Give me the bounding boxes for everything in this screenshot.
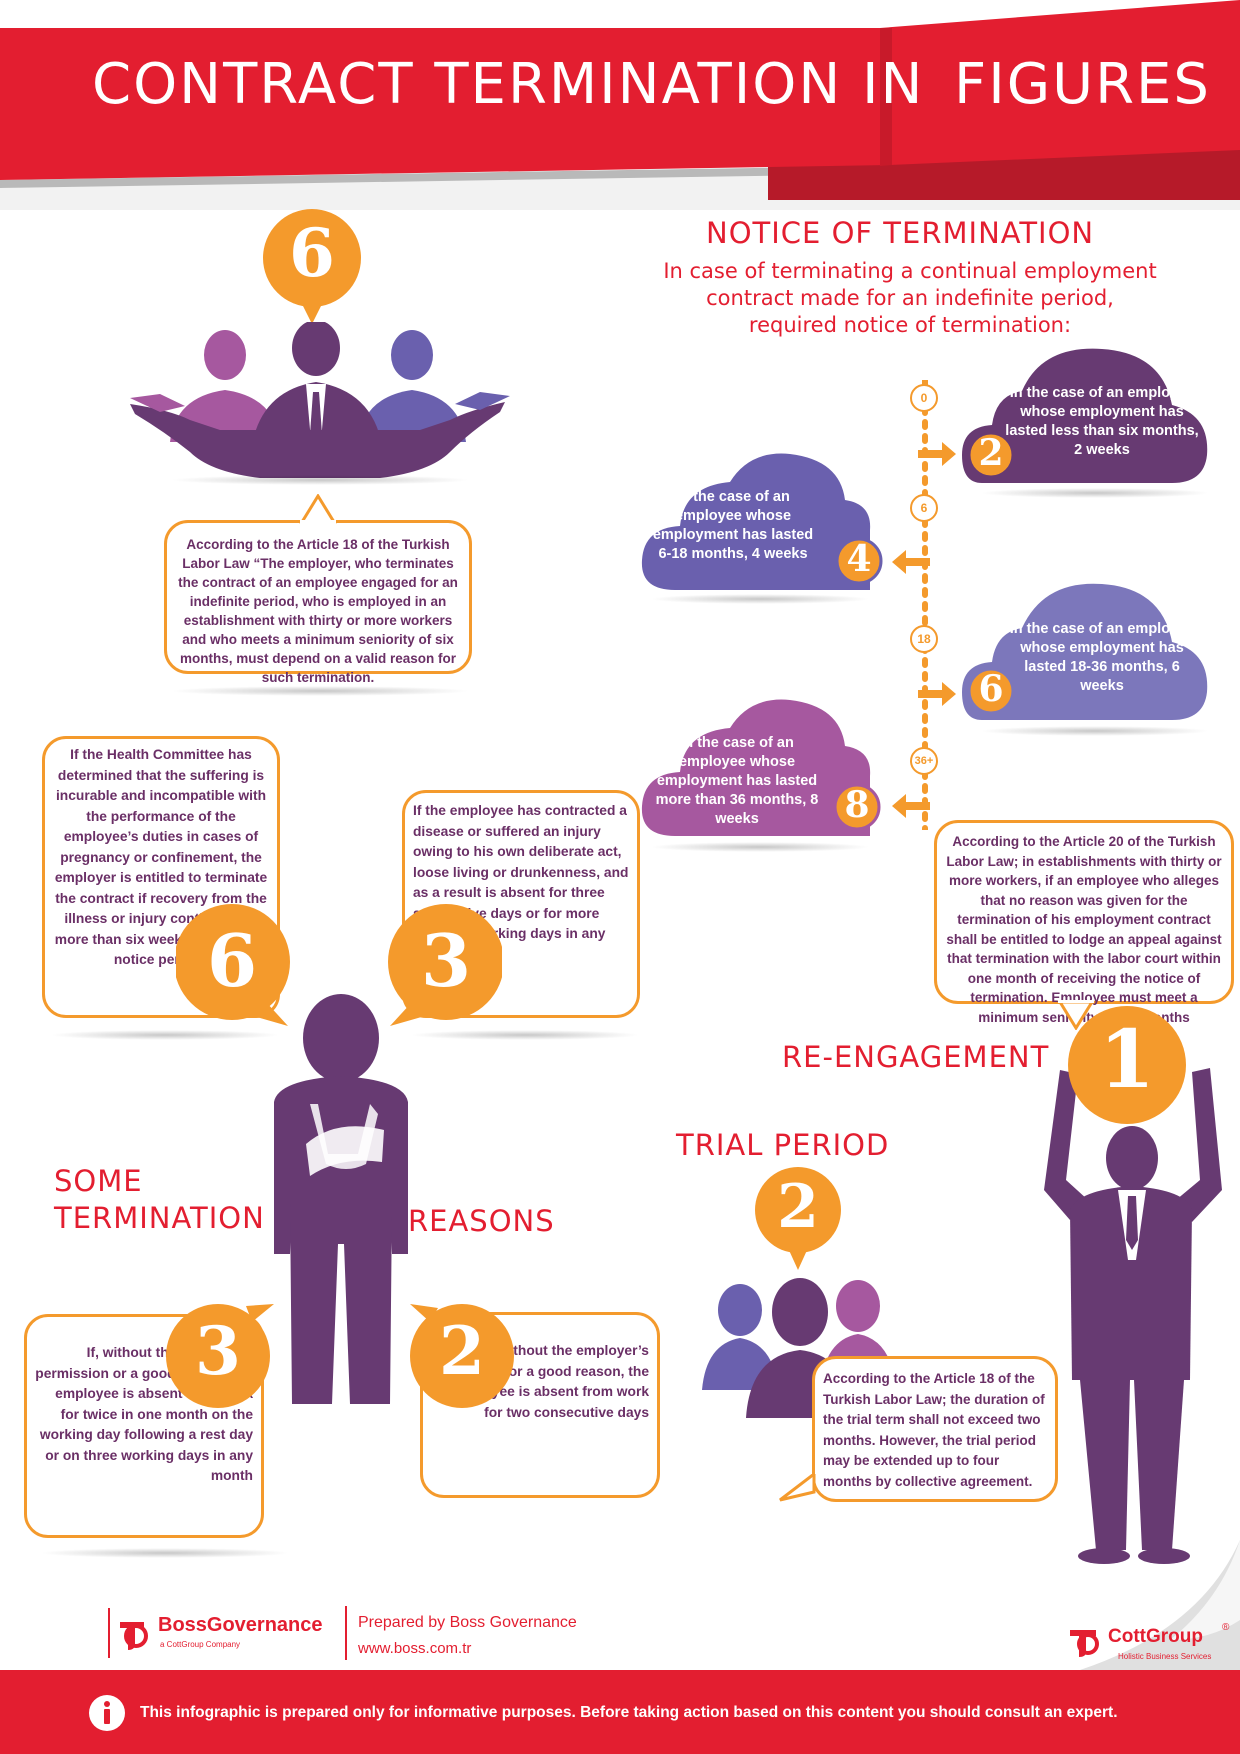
disclaimer-text: This infographic is prepared only for in…: [140, 1704, 1118, 1721]
page-curl: [1080, 1540, 1240, 1670]
notice-item-text: In the case of an employee whose employm…: [652, 489, 814, 562]
trial-text: According to the Article 18 of the Turki…: [823, 1371, 1045, 1489]
orange-number-circle: [835, 537, 883, 585]
disclaimer-bar: [0, 1670, 1240, 1754]
box-pointer: [1057, 1000, 1095, 1030]
trial-box: According to the Article 18 of the Turki…: [812, 1356, 1058, 1502]
footer-divider-left: [108, 1608, 110, 1658]
notice-item-text: In the case of an employee whose employm…: [655, 735, 819, 827]
orange-sign-circle: [1068, 1006, 1186, 1124]
reason-number: 3: [195, 1312, 241, 1390]
arrow-left-icon: [892, 794, 930, 818]
box-shadow: [170, 686, 470, 696]
timeline-tick: 36+: [910, 747, 938, 775]
valid-reason-box: According to the Article 18 of the Turki…: [164, 520, 472, 685]
arrow-left-icon: [892, 550, 930, 574]
header-title-right: FIGURES: [954, 52, 1211, 117]
cloud-shadow: [650, 842, 870, 852]
reengagement-number: 1: [1099, 1012, 1155, 1106]
injured-man-with-sling-icon: [274, 994, 408, 1404]
notice-subtitle-line: contract made for an indefinite period,: [706, 286, 1114, 310]
box-pointer: [779, 1474, 816, 1502]
reengagement-title: RE-ENGAGEMENT: [782, 1040, 1050, 1074]
notice-subtitle-line: required notice of termination:: [748, 313, 1072, 337]
orange-number-circle: [833, 783, 881, 831]
reason-number: 6: [206, 918, 258, 1003]
footer-cott-reg: ®: [1222, 1622, 1230, 1633]
cloud-shadow: [650, 594, 870, 604]
notice-item-number: 6: [978, 668, 1004, 710]
header-banner: [0, 0, 1240, 210]
cloud-icon: [962, 348, 1208, 483]
header-title-left: CONTRACT TERMINATION IN: [92, 52, 925, 117]
trial-title: TRIAL PERIOD: [676, 1128, 890, 1162]
arrow-right-icon: [918, 442, 956, 466]
box-shadow: [410, 1030, 640, 1040]
figure-shadow: [170, 475, 470, 485]
notice-subtitle: In case of terminating a continual emplo…: [600, 258, 1220, 339]
timeline-tick: 6: [910, 494, 938, 522]
footer-cott: CottGroup: [1108, 1626, 1203, 1647]
reasons-title-reasons: REASONS: [408, 1204, 555, 1238]
orange-speech-bubble-icon: [410, 1304, 514, 1408]
reason-text: If, without the employer’s permission or…: [35, 1345, 253, 1483]
cloud-icon: [641, 699, 871, 836]
valid-reason-number: 6: [289, 214, 335, 292]
orange-speech-bubble-icon: [388, 904, 502, 1026]
orange-speech-bubble-icon: [263, 209, 361, 324]
orange-number-circle: [967, 667, 1015, 715]
footer-divider: [345, 1606, 347, 1660]
orange-speech-bubble-icon: [166, 1304, 274, 1408]
footer-brand: BossGovernance: [158, 1614, 323, 1636]
reasons-title-some: SOME: [54, 1164, 143, 1198]
box-pointer: [299, 494, 337, 524]
orange-number-circle: [967, 431, 1015, 479]
boss-logo-icon: [120, 1622, 148, 1650]
notice-item-text: In the case of an employee whose employm…: [1009, 621, 1195, 694]
notice-item-number: 4: [846, 538, 872, 580]
trial-number: 2: [777, 1172, 819, 1242]
reengagement-text: According to the Article 20 of the Turki…: [946, 834, 1222, 1025]
orange-speech-bubble-icon: [755, 1167, 841, 1270]
reasons-title-termination: TERMINATION: [54, 1201, 265, 1235]
footer-brand-sub: a CottGroup Company: [160, 1640, 241, 1649]
arrow-right-icon: [918, 682, 956, 706]
notice-item-text: In the case of an employee whose employm…: [1005, 385, 1199, 458]
footer-url[interactable]: www.boss.com.tr: [358, 1640, 472, 1657]
three-businessmen-icon: [130, 322, 510, 478]
timeline-tick: 0: [910, 384, 938, 412]
notice-item-number: 8: [844, 784, 870, 826]
cottgroup-logo-icon: [1070, 1630, 1099, 1657]
box-shadow: [40, 1548, 290, 1558]
notice-subtitle-line: In case of terminating a continual emplo…: [663, 259, 1157, 283]
reengagement-box: According to the Article 20 of the Turki…: [934, 820, 1234, 1025]
reason-number: 2: [439, 1312, 485, 1390]
orange-speech-bubble-icon: [176, 904, 290, 1026]
three-people-icon: [702, 1278, 896, 1418]
cloud-icon: [641, 453, 871, 590]
valid-reason-text: According to the Article 18 of the Turki…: [178, 537, 458, 685]
footer-prepared: Prepared by Boss Governance: [358, 1614, 577, 1631]
box-shadow: [50, 1030, 280, 1040]
cloud-icon: [962, 583, 1208, 720]
timeline-tick: 18: [910, 625, 938, 653]
businessman-holding-sign-icon: [1044, 1068, 1222, 1564]
reason-number: 3: [420, 918, 472, 1003]
notice-title: NOTICE OF TERMINATION: [706, 216, 1095, 250]
cloud-shadow: [980, 488, 1210, 498]
notice-item-number: 2: [978, 432, 1004, 474]
info-icon: [89, 1695, 125, 1731]
footer-cott-sub: Holistic Business Services: [1118, 1652, 1212, 1661]
cloud-shadow: [980, 726, 1210, 736]
